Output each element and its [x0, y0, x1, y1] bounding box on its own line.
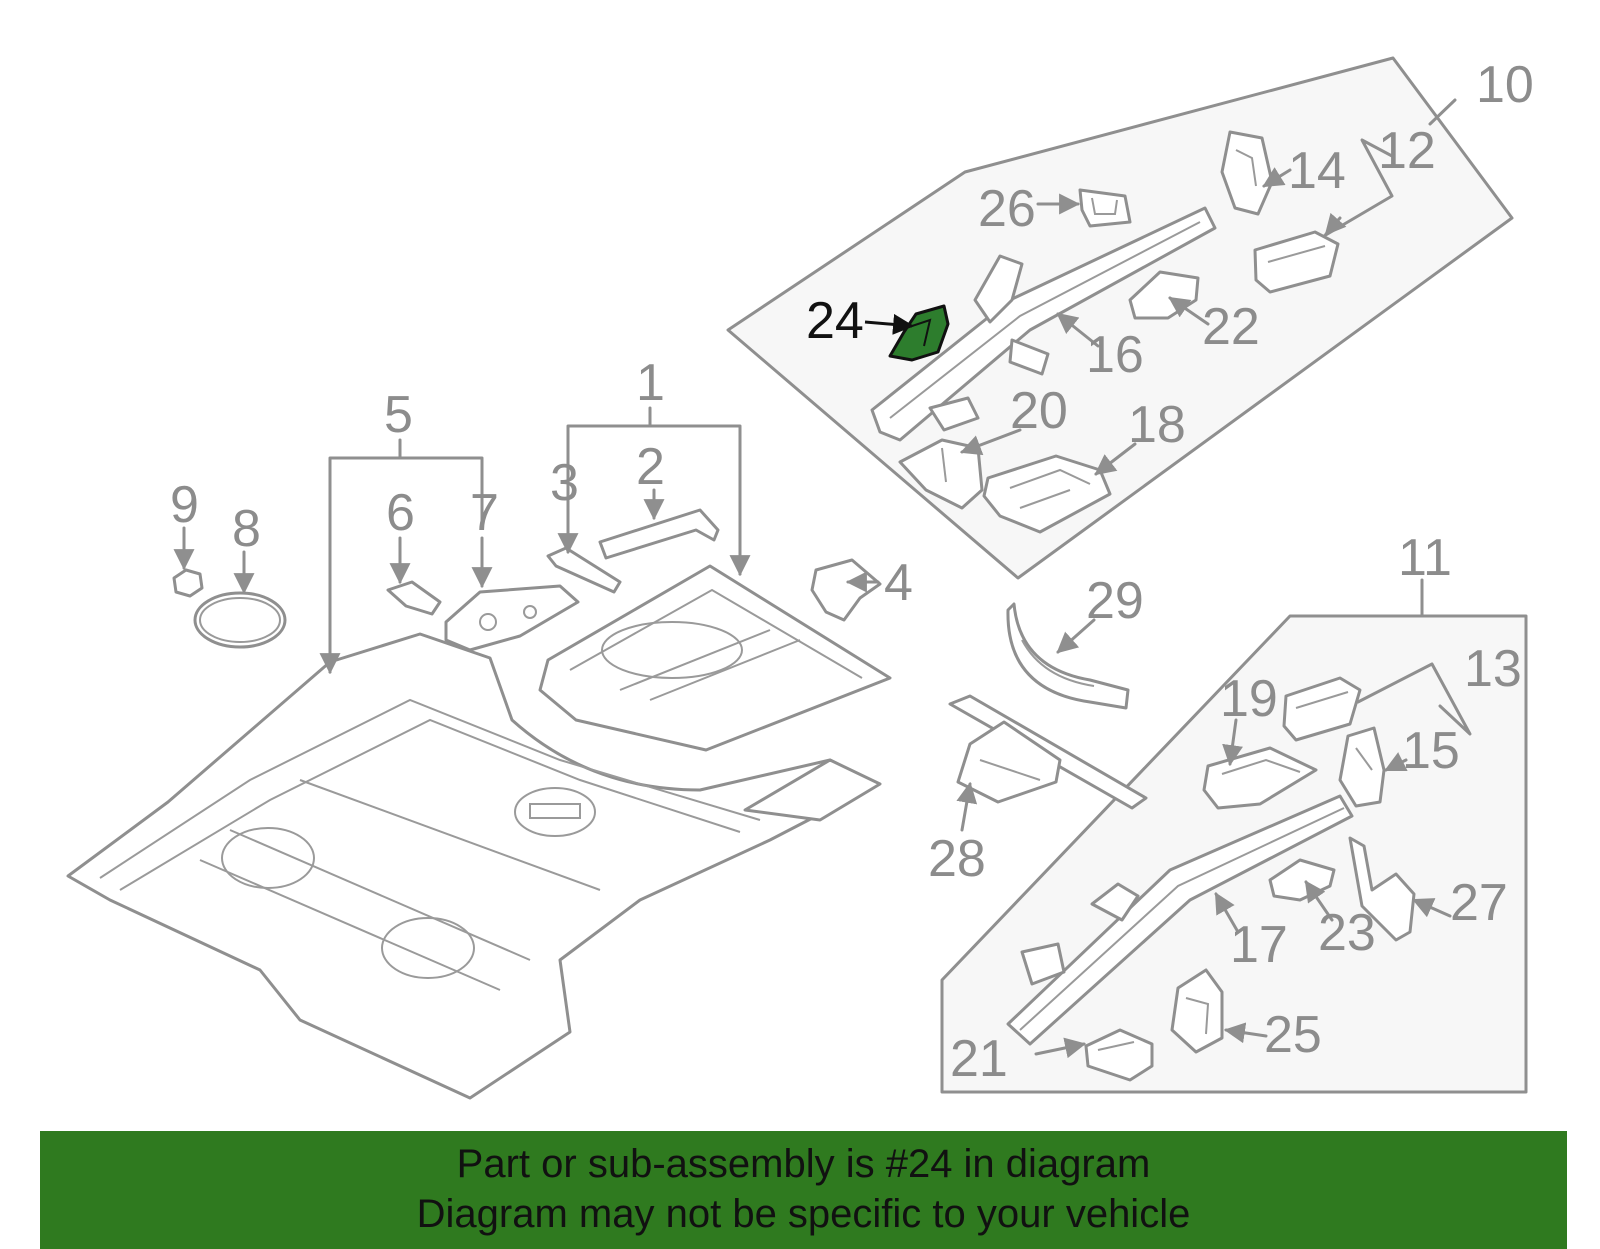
callout-2: 2	[636, 438, 665, 496]
callout-19: 19	[1220, 670, 1278, 728]
part-28	[948, 694, 1148, 832]
callout-1: 1	[636, 354, 665, 412]
callout-22: 22	[1202, 298, 1260, 356]
callout-9: 9	[170, 476, 199, 534]
part-8	[193, 591, 287, 649]
part-2	[598, 508, 720, 560]
part-29	[1006, 602, 1130, 710]
banner-line-2: Diagram may not be specific to your vehi…	[416, 1192, 1191, 1236]
callout-21: 21	[950, 1030, 1008, 1088]
callout-26: 26	[978, 180, 1036, 238]
callout-16: 16	[1086, 326, 1144, 384]
callout-17: 17	[1230, 916, 1288, 974]
callout-4: 4	[884, 554, 913, 612]
callout-10: 10	[1476, 56, 1534, 114]
part-14	[1220, 130, 1274, 216]
part-1-rear-floor	[538, 564, 892, 752]
leaders-box-11	[1034, 662, 1472, 1059]
callout-29: 29	[1086, 572, 1144, 630]
part-25	[1170, 968, 1224, 1054]
callout-24-highlighted: 24	[806, 292, 864, 350]
callout-11: 11	[1398, 529, 1452, 587]
callout-23: 23	[1318, 904, 1376, 962]
callout-8: 8	[232, 500, 261, 558]
part-20	[898, 438, 984, 510]
callout-6: 6	[386, 484, 415, 542]
callout-5: 5	[384, 386, 413, 444]
callout-12: 12	[1378, 122, 1436, 180]
part-18	[982, 454, 1112, 534]
callout-3: 3	[550, 454, 579, 512]
part-16	[870, 206, 1217, 442]
bracket-leaders	[173, 406, 880, 675]
part-15	[1338, 726, 1386, 808]
callout-28: 28	[928, 830, 986, 888]
part-27	[1348, 836, 1416, 942]
callout-7: 7	[470, 484, 499, 542]
part-9	[172, 568, 204, 598]
leaders-box-10	[864, 138, 1394, 476]
part-17	[1006, 794, 1354, 1046]
part-5-main-floor	[66, 632, 882, 1100]
callout-labels: 1 2 3 4 5 6 7 8 9 10 11 12 13 14 15 16 1…	[170, 56, 1534, 1088]
part-26	[1078, 188, 1132, 228]
callout-13: 13	[1464, 640, 1522, 698]
callout-27: 27	[1450, 874, 1508, 932]
part-6	[386, 580, 442, 616]
part-21	[1084, 1028, 1154, 1082]
banner-line-1: Part or sub-assembly is #24 in diagram	[456, 1142, 1151, 1186]
info-banner: Part or sub-assembly is #24 in diagram D…	[40, 1131, 1567, 1249]
part-7	[444, 584, 580, 652]
callout-14: 14	[1288, 142, 1346, 200]
part-4	[810, 558, 882, 622]
part-12	[1253, 230, 1340, 294]
callout-20: 20	[1010, 382, 1068, 440]
callout-25: 25	[1264, 1006, 1322, 1064]
callout-18: 18	[1128, 396, 1186, 454]
callout-15: 15	[1402, 722, 1460, 780]
part-13	[1282, 676, 1362, 742]
